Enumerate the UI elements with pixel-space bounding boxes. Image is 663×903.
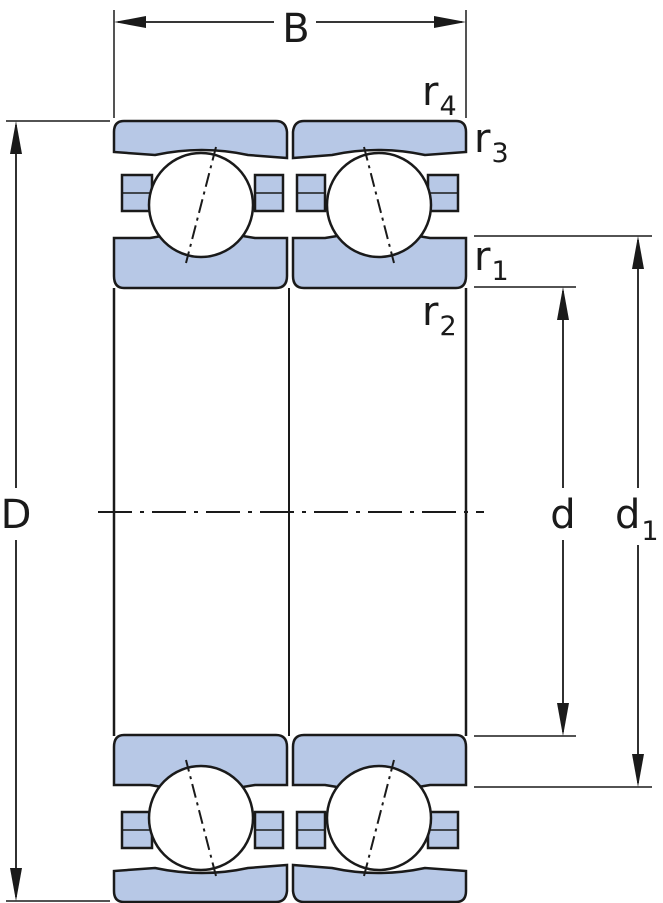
bore-diameter-label: d: [550, 492, 575, 538]
upper-left-row-section: [112, 119, 289, 290]
shoulder-diameter-label: d1: [615, 492, 659, 547]
outer-diameter-dimension: D: [1, 121, 32, 901]
chamfer-r4-label: r4: [422, 69, 457, 122]
chamfer-r1-label: r1: [474, 234, 509, 287]
chamfer-r2-label: r2: [422, 289, 457, 342]
bore-diameter-dimension: d: [550, 287, 576, 736]
extension-lines: [6, 10, 652, 902]
upper-right-row-section: [291, 119, 468, 290]
width-label: B: [282, 6, 309, 52]
outer-diameter-label: D: [1, 492, 32, 538]
lower-left-row-section: [112, 733, 289, 903]
shoulder-diameter-dimension: d1: [615, 236, 659, 787]
width-dimension: B: [114, 6, 466, 52]
chamfer-r3-label: r3: [474, 116, 509, 169]
lower-right-row-section: [291, 733, 468, 903]
